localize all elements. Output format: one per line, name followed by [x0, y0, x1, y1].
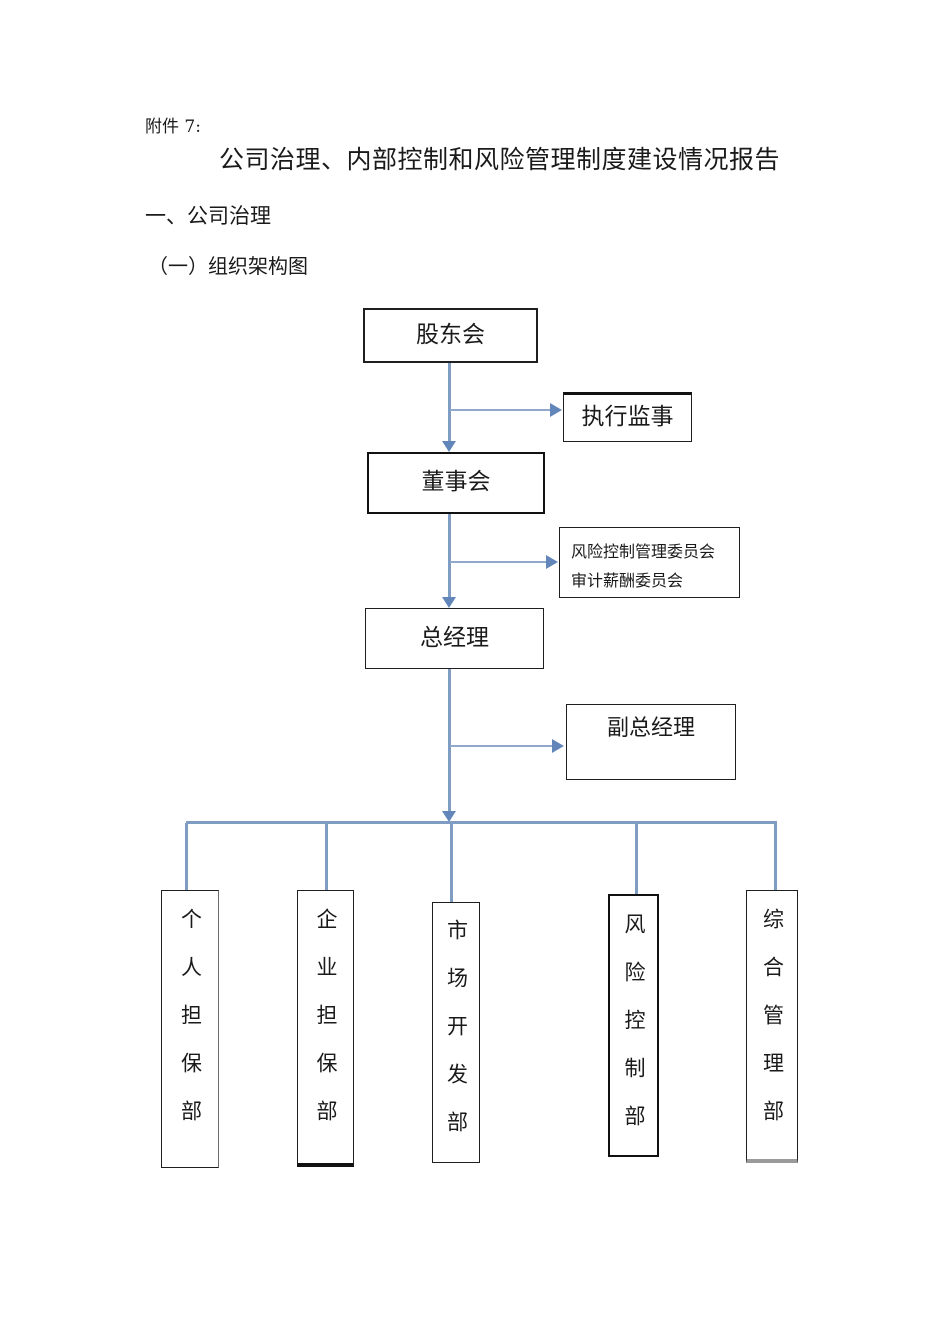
node-dept-personal-guarantee: 个人担保部 [161, 890, 219, 1168]
node-dept-market-development: 市场开发部 [432, 902, 480, 1163]
connector-to-supervisor [450, 409, 550, 411]
node-executive-supervisor: 执行监事 [563, 392, 692, 442]
connector-shareholders-board [448, 363, 451, 442]
node-dept-general-admin: 综合管理部 [746, 890, 798, 1163]
connector-gm-depts [448, 669, 451, 812]
node-label: 风险控制部 [622, 913, 646, 1153]
section-heading: 一、公司治理 [145, 204, 271, 228]
connector-to-dgm [450, 745, 553, 747]
node-label: 个人担保部 [178, 908, 203, 1148]
node-label: 企业担保部 [314, 908, 338, 1148]
node-board: 董事会 [367, 452, 545, 514]
subsection-heading: （一）组织架构图 [148, 254, 308, 278]
committee-line-2: 审计薪酬委员会 [571, 571, 684, 590]
attachment-label: 附件 7: [145, 117, 201, 137]
node-shareholders: 股东会 [363, 308, 538, 363]
node-label: 总经理 [420, 624, 489, 651]
connector-drop-corporate [325, 823, 328, 890]
arrow-right-icon [552, 739, 564, 753]
node-deputy-general-manager: 副总经理 [566, 704, 736, 780]
node-label: 市场开发部 [444, 919, 469, 1159]
node-committees: 风险控制管理委员会 审计薪酬委员会 [559, 527, 740, 598]
arrow-right-icon [546, 555, 558, 569]
connector-board-gm [448, 514, 451, 598]
node-label: 综合管理部 [760, 908, 785, 1148]
arrow-right-icon [550, 403, 562, 417]
node-label: 股东会 [416, 321, 485, 348]
node-label: 副总经理 [606, 716, 695, 741]
arrow-down-icon [442, 811, 456, 822]
node-general-manager: 总经理 [365, 608, 544, 669]
arrow-down-icon [442, 597, 456, 608]
node-dept-corporate-guarantee: 企业担保部 [297, 890, 354, 1167]
connector-drop-risk [635, 823, 638, 894]
connector-to-committees [450, 561, 547, 563]
page-title: 公司治理、内部控制和风险管理制度建设情况报告 [219, 145, 781, 174]
committee-line-1: 风险控制管理委员会 [571, 542, 716, 561]
node-dept-risk-control: 风险控制部 [608, 894, 659, 1157]
connector-drop-personal [185, 823, 188, 890]
connector-drop-admin [774, 823, 777, 890]
connector-drop-market [450, 823, 453, 902]
connector-distribution-line [186, 821, 777, 824]
arrow-down-icon [442, 441, 456, 452]
node-label: 董事会 [421, 469, 491, 496]
node-label: 执行监事 [581, 404, 674, 431]
